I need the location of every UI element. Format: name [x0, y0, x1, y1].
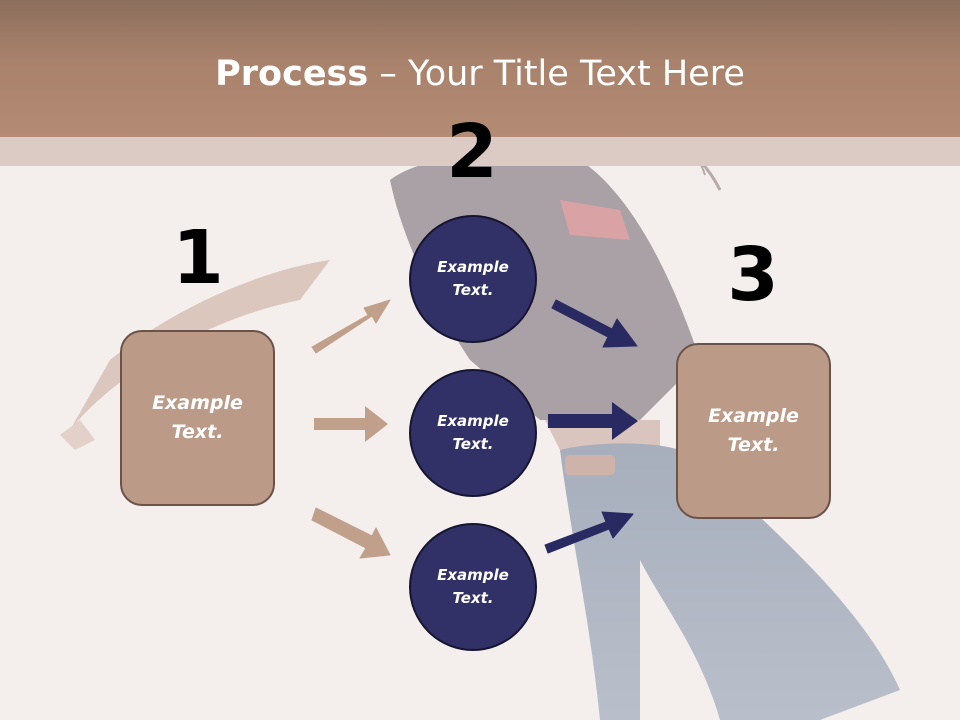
right-box-text: Example Text. — [708, 405, 799, 456]
slide-title: Process – Your Title Text Here — [0, 52, 960, 96]
top-circle-text: Example Text. — [437, 258, 509, 299]
step-number-2: 2 — [446, 109, 498, 195]
title-rest: – Your Title Text Here — [368, 54, 745, 94]
step-number-1: 1 — [172, 215, 224, 301]
bottom-circle[interactable]: Example Text. — [409, 523, 537, 651]
middle-circle[interactable]: Example Text. — [409, 369, 537, 497]
arrow-middle-to-right — [548, 402, 638, 440]
arrow-top-to-right — [551, 299, 638, 348]
arrow-bottom-to-right — [544, 511, 634, 554]
left-box[interactable]: Example Text. — [120, 330, 275, 506]
right-box[interactable]: Example Text. — [676, 343, 831, 519]
bottom-circle-text: Example Text. — [437, 566, 509, 607]
arrow-left-to-bottom — [311, 507, 391, 559]
left-box-text: Example Text. — [152, 392, 243, 443]
middle-circle-text: Example Text. — [437, 412, 509, 453]
title-bar — [0, 0, 960, 137]
arrow-left-to-middle — [314, 406, 388, 442]
title-bar-band — [0, 137, 960, 166]
step-number-3: 3 — [727, 232, 779, 318]
top-circle[interactable]: Example Text. — [409, 215, 537, 343]
arrow-left-to-top — [311, 299, 391, 354]
title-bold: Process — [215, 54, 369, 94]
